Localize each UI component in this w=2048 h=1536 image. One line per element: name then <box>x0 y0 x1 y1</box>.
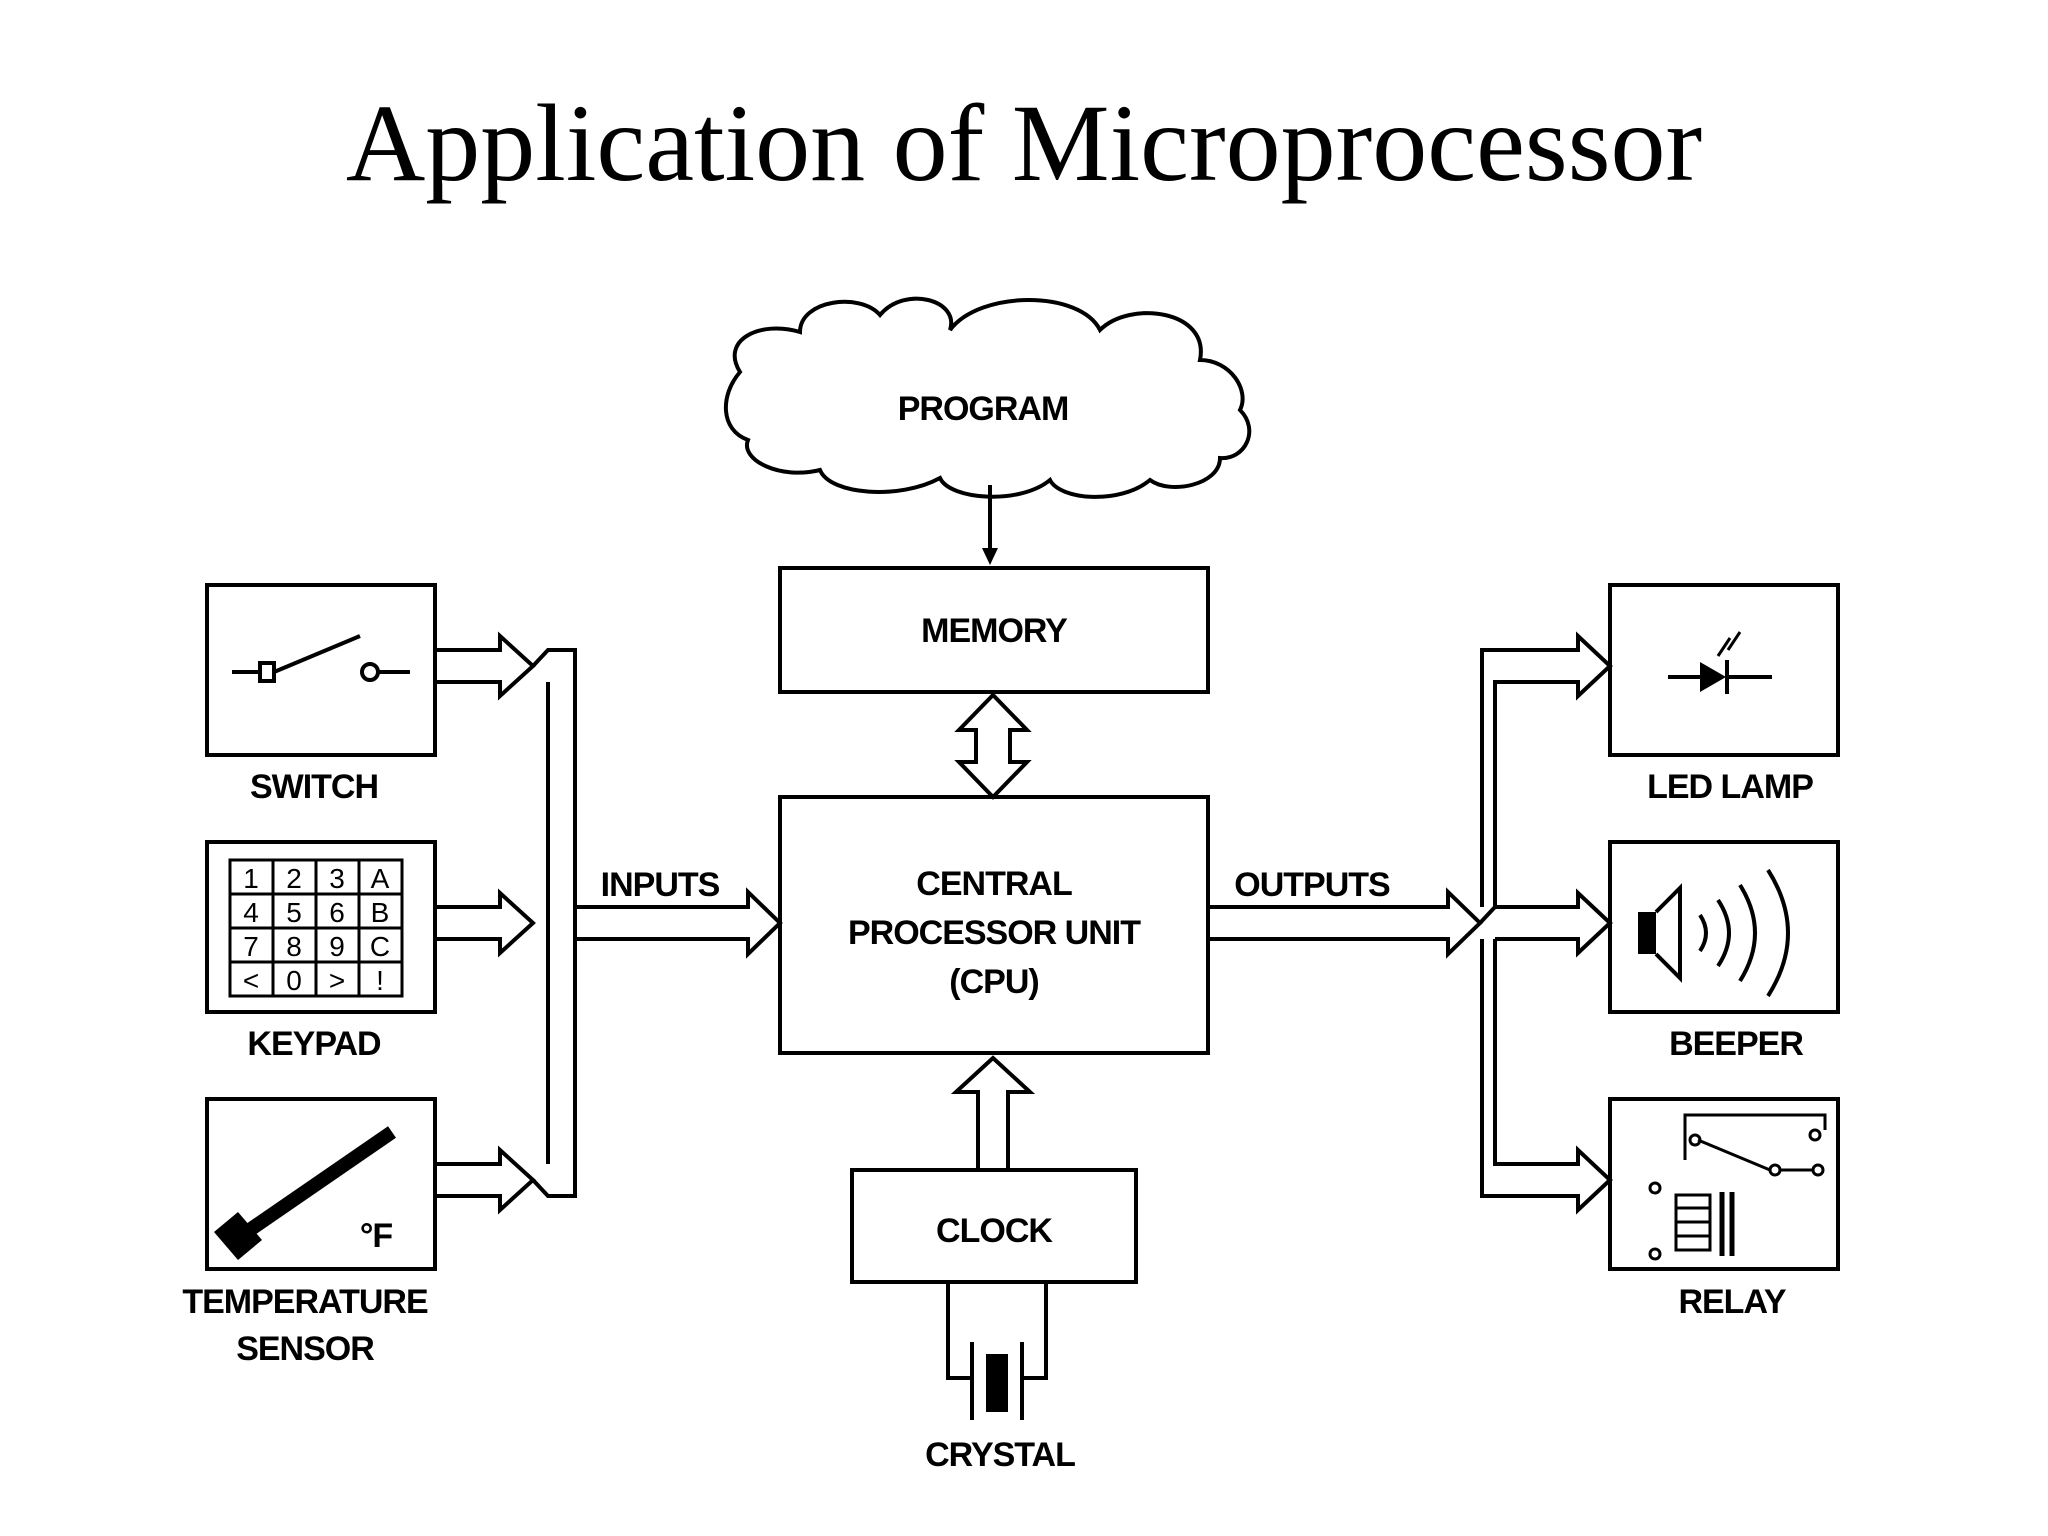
key: 1 <box>243 863 259 894</box>
key: 2 <box>286 863 302 894</box>
key: A <box>371 863 390 894</box>
memory-label: MEMORY <box>921 612 1068 650</box>
keypad-label: KEYPAD <box>247 1025 381 1063</box>
switch-label: SWITCH <box>250 768 378 806</box>
key: 6 <box>329 897 345 928</box>
led-diode-icon <box>1668 631 1772 694</box>
keypad-box <box>205 840 437 1014</box>
keypad-keys: 1 2 3 A 4 5 6 B 7 8 9 C < 0 > ! <box>243 863 390 996</box>
thermometer-icon <box>214 1126 396 1260</box>
temperature-unit: °F <box>360 1217 393 1255</box>
key: 5 <box>286 897 302 928</box>
cpu-label-line2: PROCESSOR UNIT <box>848 914 1141 952</box>
key: 8 <box>286 931 302 962</box>
key: > <box>329 965 345 996</box>
inputs-label: INPUTS <box>601 866 720 904</box>
relay-icon <box>1648 1113 1827 1261</box>
crystal-label: CRYSTAL <box>925 1436 1075 1474</box>
key: 9 <box>329 931 345 962</box>
key: < <box>243 965 259 996</box>
temperature-label-line1: TEMPERATURE <box>182 1283 428 1321</box>
switch-box <box>205 583 437 757</box>
clock-cpu-arrow <box>950 1055 1036 1170</box>
program-label: PROGRAM <box>898 390 1069 428</box>
key: 7 <box>243 931 259 962</box>
clock-box <box>850 1168 1138 1284</box>
cpu-label-line1: CENTRAL <box>916 865 1072 903</box>
outputs-label: OUTPUTS <box>1234 866 1390 904</box>
clock-label: CLOCK <box>936 1212 1053 1250</box>
memory-cpu-bus-arrow <box>954 692 1032 800</box>
switch-symbol <box>232 634 410 683</box>
key: B <box>371 897 390 928</box>
led-lamp-box <box>1608 583 1840 757</box>
key: 0 <box>286 965 302 996</box>
cpu-label-line3: (CPU) <box>949 963 1038 1001</box>
page-title: Application of Microprocessor <box>345 82 1703 204</box>
key: 4 <box>243 897 259 928</box>
led-lamp-label: LED LAMP <box>1647 768 1813 806</box>
output-arrows <box>1208 631 1613 1215</box>
beeper-box <box>1608 840 1840 1014</box>
keypad-grid <box>228 858 404 998</box>
relay-label: RELAY <box>1678 1283 1786 1321</box>
input-arrows <box>435 631 783 1215</box>
temperature-label-line2: SENSOR <box>236 1330 374 1368</box>
key: 3 <box>329 863 345 894</box>
speaker-icon <box>1638 868 1790 998</box>
memory-box <box>778 566 1210 694</box>
temperature-sensor-box <box>205 1097 437 1271</box>
relay-box <box>1608 1097 1840 1271</box>
beeper-label: BEEPER <box>1669 1025 1803 1063</box>
key: ! <box>376 965 384 996</box>
program-cloud <box>724 296 1252 499</box>
key: C <box>370 931 390 962</box>
crystal-symbol <box>946 1282 1048 1420</box>
